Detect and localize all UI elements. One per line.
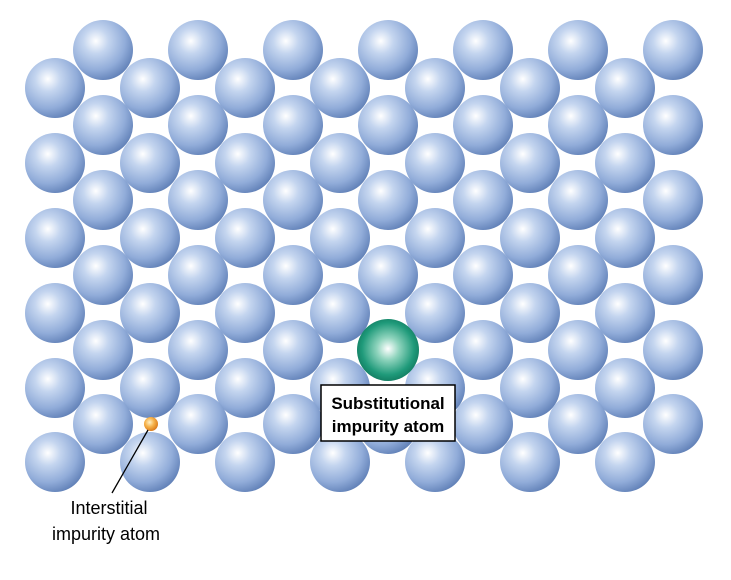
host-atom — [358, 245, 418, 305]
host-atom — [73, 20, 133, 80]
host-atom — [548, 170, 608, 230]
host-atom — [25, 133, 85, 193]
interstitial-label: Interstitial impurity atom — [52, 498, 160, 544]
host-atom — [310, 58, 370, 118]
host-atom — [595, 58, 655, 118]
host-atom — [263, 95, 323, 155]
host-atom — [168, 394, 228, 454]
host-atom — [643, 20, 703, 80]
host-atom — [310, 133, 370, 193]
host-atom — [405, 133, 465, 193]
host-atom — [168, 320, 228, 380]
host-atom — [453, 394, 513, 454]
host-atom — [405, 283, 465, 343]
host-atom — [168, 245, 228, 305]
interstitial-leader-line — [111, 429, 149, 494]
host-atom — [263, 394, 323, 454]
host-atom — [500, 432, 560, 492]
host-atom — [215, 358, 275, 418]
host-atom — [25, 358, 85, 418]
host-atom — [548, 20, 608, 80]
host-atom — [25, 58, 85, 118]
host-atom — [120, 432, 180, 492]
host-atom — [73, 320, 133, 380]
host-atom — [643, 394, 703, 454]
host-atom — [643, 320, 703, 380]
host-atom — [25, 283, 85, 343]
host-atom — [73, 245, 133, 305]
host-atom — [548, 320, 608, 380]
host-atom — [168, 170, 228, 230]
host-atom — [25, 208, 85, 268]
host-atom — [263, 170, 323, 230]
host-atom — [168, 95, 228, 155]
host-atom — [453, 170, 513, 230]
host-atom — [263, 320, 323, 380]
host-atom — [595, 133, 655, 193]
host-atom — [215, 208, 275, 268]
host-atom — [215, 432, 275, 492]
substitutional-label-line1: Substitutional — [331, 394, 444, 413]
host-atom — [500, 358, 560, 418]
host-atom — [215, 58, 275, 118]
host-atom — [595, 208, 655, 268]
host-atom — [500, 133, 560, 193]
substitutional-label-box: Substitutional impurity atom — [320, 384, 456, 442]
host-atom — [453, 95, 513, 155]
host-atom — [643, 95, 703, 155]
host-atom — [73, 95, 133, 155]
host-atom — [310, 283, 370, 343]
substitutional-label-line2: impurity atom — [332, 417, 444, 436]
interstitial-label-line2: impurity atom — [52, 524, 160, 544]
host-atom — [548, 394, 608, 454]
host-atom — [643, 170, 703, 230]
host-atom — [405, 208, 465, 268]
host-atom — [358, 95, 418, 155]
host-atom — [310, 208, 370, 268]
host-atom — [73, 394, 133, 454]
host-atom — [595, 432, 655, 492]
host-atom — [595, 358, 655, 418]
host-atom — [405, 58, 465, 118]
host-atom — [120, 58, 180, 118]
host-atom — [120, 208, 180, 268]
host-atom — [263, 20, 323, 80]
host-atom — [453, 245, 513, 305]
host-atom — [548, 95, 608, 155]
host-atom — [215, 133, 275, 193]
host-atom — [358, 20, 418, 80]
host-atom — [405, 432, 465, 492]
host-atom — [453, 20, 513, 80]
host-atom — [120, 133, 180, 193]
host-atom — [500, 58, 560, 118]
host-atom — [73, 170, 133, 230]
host-atom — [215, 283, 275, 343]
host-atom — [263, 245, 323, 305]
interstitial-label-line1: Interstitial — [70, 498, 147, 518]
host-atom — [168, 20, 228, 80]
host-atom — [358, 170, 418, 230]
host-atom — [25, 432, 85, 492]
interstitial-impurity-atom — [144, 417, 158, 431]
host-atom — [310, 432, 370, 492]
host-atom — [643, 245, 703, 305]
host-atom — [120, 358, 180, 418]
host-atom — [453, 320, 513, 380]
host-atom-lattice — [25, 20, 703, 492]
host-atom — [120, 283, 180, 343]
host-atom — [500, 283, 560, 343]
host-atom — [595, 283, 655, 343]
substitutional-impurity-atom — [357, 319, 419, 381]
host-atom — [548, 245, 608, 305]
host-atom — [500, 208, 560, 268]
